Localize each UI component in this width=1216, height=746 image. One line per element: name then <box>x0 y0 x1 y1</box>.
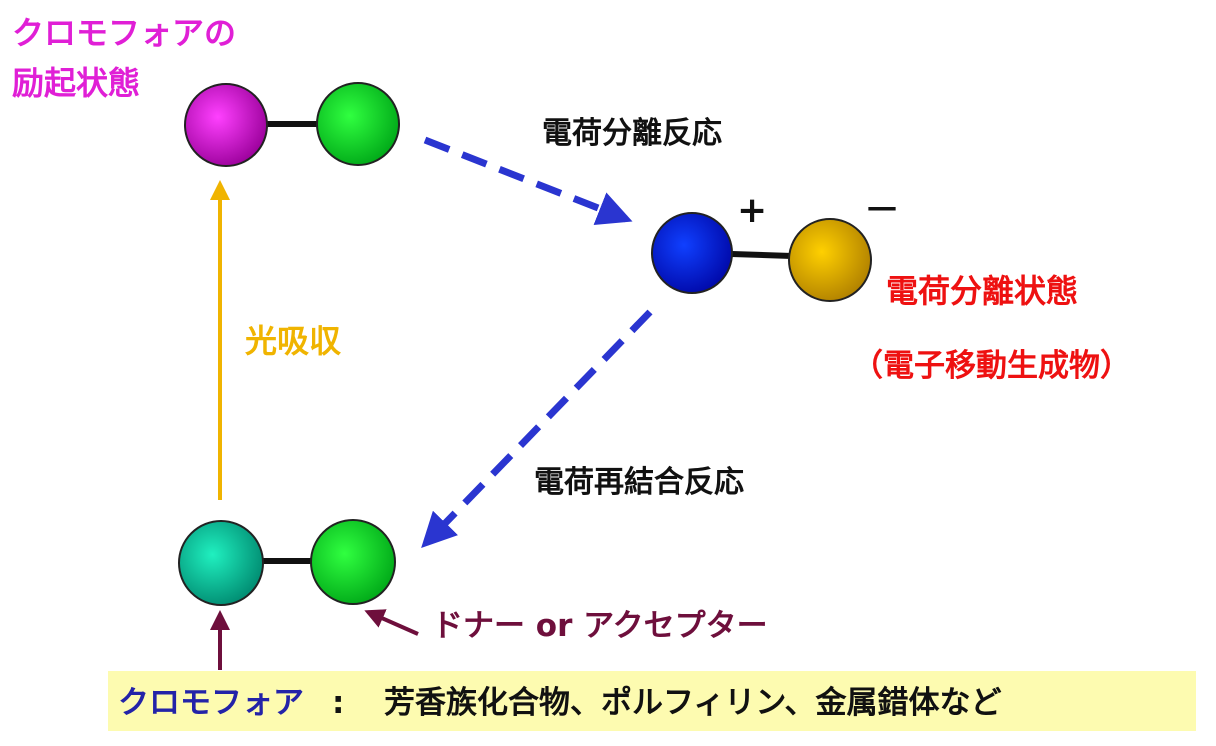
partner-sphere-top <box>316 82 400 166</box>
charge-recombination-reaction-label: 電荷再結合反応 <box>534 465 744 500</box>
excited-state-label-line1: クロモフォアの <box>12 14 236 52</box>
footer-examples: 芳香族化合物、ポルフィリン、金属錯体など <box>384 685 1002 721</box>
minus-sign: － <box>864 190 900 231</box>
anion-sphere <box>788 218 872 302</box>
ground-chromophore-sphere <box>178 520 264 606</box>
footer-colon: : <box>332 685 344 721</box>
charge-separation-arrow <box>423 136 633 226</box>
charge-separated-dyad <box>651 212 872 302</box>
excited-state-label-line2: 励起状態 <box>12 64 140 102</box>
footer-box <box>108 671 1196 731</box>
donor-acceptor-pointer-arrow <box>364 609 419 636</box>
ground-dyad <box>178 519 396 606</box>
excited-dyad <box>184 82 400 167</box>
donor-acceptor-label: ドナー or アクセプター <box>432 608 768 644</box>
plus-sign: + <box>737 190 767 231</box>
cation-sphere <box>651 212 733 294</box>
charge-separation-reaction-label: 電荷分離反応 <box>542 116 722 151</box>
excited-chromophore-sphere <box>184 83 268 167</box>
footer-term: クロモフォア <box>118 685 304 721</box>
charge-separated-state-label: 電荷分離状態 <box>886 272 1078 310</box>
charge-recombination-arrow <box>421 309 653 549</box>
light-absorption-label: 光吸収 <box>245 322 341 360</box>
charge-separated-bond <box>731 251 793 259</box>
electron-transfer-product-label: （電子移動生成物） <box>852 348 1131 384</box>
partner-sphere-bottom <box>310 519 396 605</box>
